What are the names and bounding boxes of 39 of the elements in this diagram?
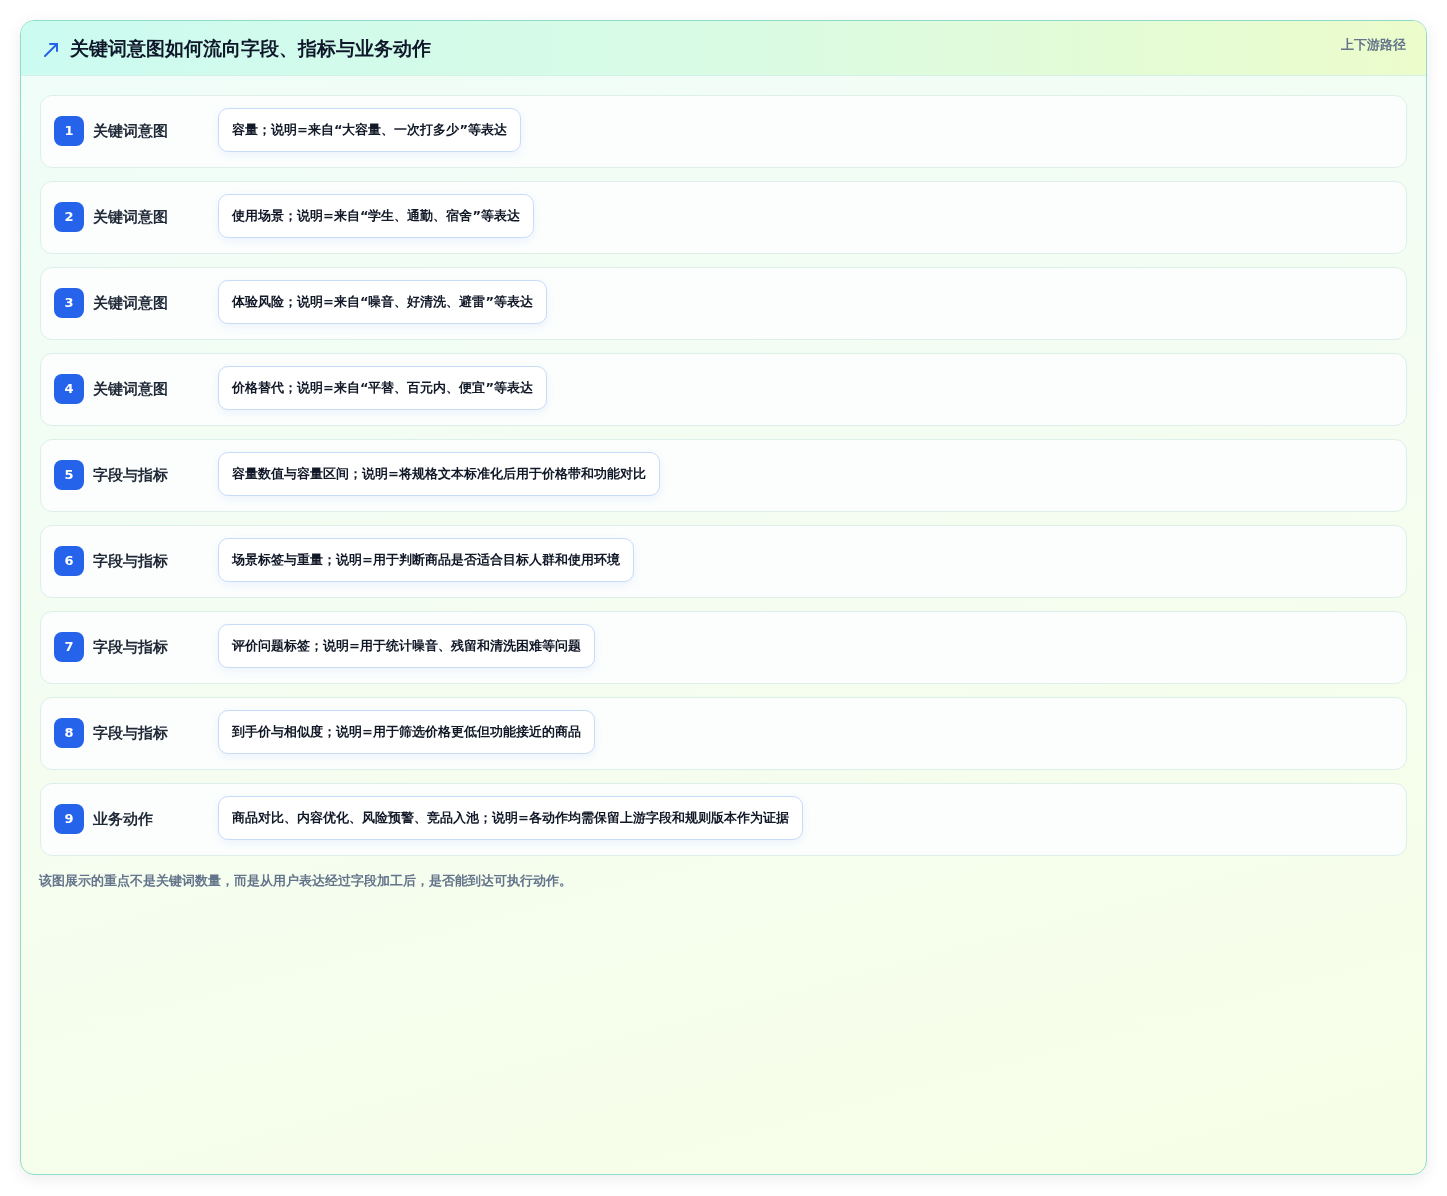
category-label: 字段与指标	[93, 551, 168, 571]
row-card	[40, 525, 1407, 598]
step-number: 9	[54, 804, 84, 834]
caption-text: 该图展示的重点不是关键词数量，而是从用户表达经过字段加工后，是否能到达可执行动作。	[39, 872, 572, 890]
row-card	[40, 697, 1407, 770]
category-label: 关键词意图	[93, 379, 168, 399]
step-number: 5	[54, 460, 84, 490]
category-label: 关键词意图	[93, 293, 168, 313]
step-number: 4	[54, 374, 84, 404]
row-card	[40, 181, 1407, 254]
description-card: 评价问题标签；说明=用于统计噪音、残留和清洗困难等问题	[218, 624, 595, 668]
row-card	[40, 353, 1407, 426]
diagram-title: 关键词意图如何流向字段、指标与业务动作	[70, 36, 431, 60]
row-card	[40, 267, 1407, 340]
row-card	[40, 95, 1407, 168]
category-label: 字段与指标	[93, 637, 168, 657]
description-card: 使用场景；说明=来自“学生、通勤、宿舍”等表达	[218, 194, 534, 238]
step-number: 8	[54, 718, 84, 748]
category-label: 字段与指标	[93, 723, 168, 743]
step-number: 1	[54, 116, 84, 146]
row-card	[40, 783, 1407, 856]
step-number: 6	[54, 546, 84, 576]
description-card: 容量数值与容量区间；说明=将规格文本标准化后用于价格带和功能对比	[218, 452, 660, 496]
description-card: 体验风险；说明=来自“噪音、好清洗、避雷”等表达	[218, 280, 547, 324]
row-card	[40, 611, 1407, 684]
step-number: 7	[54, 632, 84, 662]
description-card: 容量；说明=来自“大容量、一次打多少”等表达	[218, 108, 521, 152]
category-label: 业务动作	[93, 809, 153, 829]
category-label: 字段与指标	[93, 465, 168, 485]
step-number: 2	[54, 202, 84, 232]
category-label: 关键词意图	[93, 207, 168, 227]
description-card: 场景标签与重量；说明=用于判断商品是否适合目标人群和使用环境	[218, 538, 634, 582]
description-card: 价格替代；说明=来自“平替、百元内、便宜”等表达	[218, 366, 547, 410]
step-number: 3	[54, 288, 84, 318]
description-card: 到手价与相似度；说明=用于筛选价格更低但功能接近的商品	[218, 710, 595, 754]
header-note: 上下游路径	[1341, 36, 1406, 54]
category-label: 关键词意图	[93, 121, 168, 141]
description-card: 商品对比、内容优化、风险预警、竞品入池；说明=各动作均需保留上游字段和规则版本作为证据	[218, 796, 803, 840]
row-card	[40, 439, 1407, 512]
